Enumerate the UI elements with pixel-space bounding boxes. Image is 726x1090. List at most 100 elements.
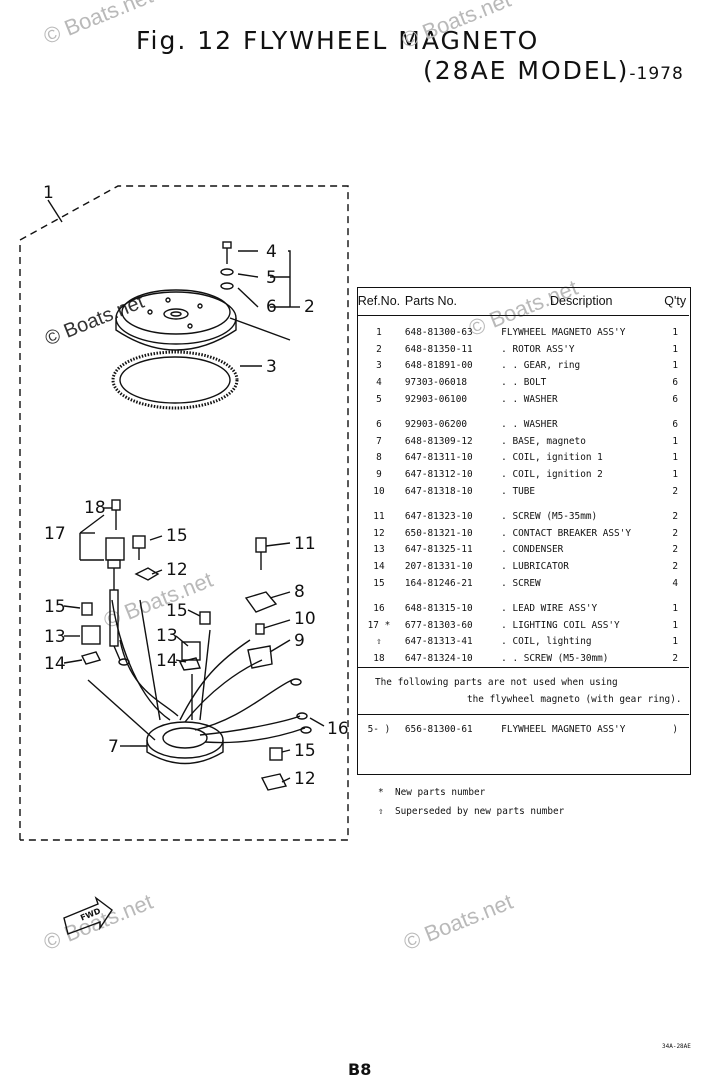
note-row: The following parts are not used when us… bbox=[357, 667, 689, 716]
row-part: 648-81315-10 bbox=[404, 602, 473, 614]
callout-15: 15 bbox=[44, 597, 66, 617]
row-part: 164-81246-21 bbox=[404, 578, 473, 590]
row-desc: . . WASHER bbox=[501, 394, 558, 406]
callout-8: 8 bbox=[294, 582, 305, 602]
row-part: 648-81350-11 bbox=[404, 343, 473, 355]
callout-14: 14 bbox=[44, 654, 66, 674]
row-qty: 2 bbox=[672, 510, 678, 522]
row-ref: 14 bbox=[373, 561, 385, 573]
callout-2: 2 bbox=[304, 297, 315, 317]
row-qty: 2 bbox=[672, 544, 678, 556]
row-part: 92903-06200 bbox=[404, 418, 467, 430]
row-part: 648-81300-63 bbox=[404, 326, 473, 338]
row-qty: 1 bbox=[672, 326, 678, 338]
table-row-extra: 5- ) 656-81300-61 FLYWHEEL MAGNETO ASS'Y… bbox=[357, 715, 689, 745]
row-qty: 6 bbox=[672, 394, 678, 406]
callout-17: 17 bbox=[44, 524, 66, 544]
row-ref: ⇧ bbox=[376, 636, 382, 648]
row-ref: 4 bbox=[376, 377, 382, 389]
row-ref: 11 bbox=[373, 510, 385, 522]
bolt-washer-stack bbox=[220, 241, 300, 367]
ring-gear bbox=[111, 350, 239, 410]
lighting-coil-assembly bbox=[79, 499, 130, 666]
row-ref: 1 bbox=[376, 326, 382, 338]
contact-breaker-parts bbox=[80, 535, 288, 791]
callout-1: 1 bbox=[43, 183, 54, 203]
leader-lines bbox=[63, 535, 325, 783]
row-part: 647-81311-10 bbox=[404, 452, 473, 464]
callout-15: 15 bbox=[166, 526, 188, 546]
row-qty: 4 bbox=[672, 578, 678, 590]
row-desc: . SCREW bbox=[501, 578, 541, 590]
row-qty: 1 bbox=[672, 343, 678, 355]
row-ref: 12 bbox=[373, 527, 385, 539]
row-part: 647-81313-41 bbox=[404, 636, 473, 648]
row-desc: . BASE, magneto bbox=[501, 435, 586, 447]
header-desc: Description bbox=[501, 287, 662, 316]
row-desc: . COIL, ignition 1 bbox=[501, 452, 603, 464]
legend-symbol: * bbox=[378, 787, 384, 798]
row-desc: . COIL, ignition 2 bbox=[501, 469, 603, 481]
fwd-arrow-icon bbox=[63, 896, 113, 935]
row-desc: FLYWHEEL MAGNETO ASS'Y bbox=[501, 326, 626, 338]
row-qty: 1 bbox=[672, 619, 678, 631]
row-part: 647-81324-10 bbox=[404, 653, 473, 665]
row-part: 92903-06100 bbox=[404, 394, 467, 406]
callout-14: 14 bbox=[156, 651, 178, 671]
header-part: Parts No. bbox=[400, 287, 502, 316]
callout-15: 15 bbox=[294, 741, 316, 761]
row-ref: 2 bbox=[376, 343, 382, 355]
row-desc: FLYWHEEL MAGNETO ASS'Y bbox=[501, 724, 626, 736]
row-desc: . . SCREW (M5-30mm) bbox=[501, 653, 609, 665]
legend-text: Superseded by new parts number bbox=[394, 806, 565, 817]
row-desc: . . WASHER bbox=[501, 418, 558, 430]
row-part: 647-81318-10 bbox=[404, 486, 473, 498]
row-desc: . LIGHTING COIL ASS'Y bbox=[501, 619, 620, 631]
row-part: 677-81303-60 bbox=[404, 619, 473, 631]
row-ref: 10 bbox=[373, 486, 385, 498]
row-qty: 1 bbox=[672, 435, 678, 447]
callout-13: 13 bbox=[156, 626, 178, 646]
table-header-row: Ref.No. Parts No. Description Q'ty bbox=[357, 287, 689, 316]
row-part: 647-81312-10 bbox=[404, 469, 473, 481]
watermark: © Boats.net bbox=[400, 888, 517, 956]
row-ref: 16 bbox=[373, 602, 385, 614]
row-desc: . . GEAR, ring bbox=[501, 360, 581, 372]
row-part: 647-81323-10 bbox=[404, 510, 473, 522]
callout-12: 12 bbox=[294, 769, 316, 789]
row-qty: 1 bbox=[672, 452, 678, 464]
callout-13: 13 bbox=[44, 627, 66, 647]
callout-15: 15 bbox=[166, 601, 188, 621]
row-part: 650-81321-10 bbox=[404, 527, 473, 539]
row-qty: 6 bbox=[672, 418, 678, 430]
row-ref: 5- ) bbox=[367, 724, 391, 736]
callout-4: 4 bbox=[266, 242, 277, 262]
row-ref: 18 bbox=[373, 653, 385, 665]
callout-10: 10 bbox=[294, 609, 316, 629]
row-qty: 6 bbox=[672, 377, 678, 389]
row-desc: . LEAD WIRE ASS'Y bbox=[501, 602, 598, 614]
callout-11: 11 bbox=[294, 534, 316, 554]
row-desc: . . BOLT bbox=[501, 377, 547, 389]
callout-16: 16 bbox=[327, 719, 349, 739]
callout-12: 12 bbox=[166, 560, 188, 580]
year-label: -1978 bbox=[629, 64, 684, 84]
table-row: 1 648-81300-63 FLYWHEEL MAGNETO ASS'Y 1 bbox=[357, 324, 689, 341]
row-part: 648-81891-00 bbox=[404, 360, 473, 372]
callout-7: 7 bbox=[108, 737, 119, 757]
row-ref: 6 bbox=[376, 418, 382, 430]
row-ref: 13 bbox=[373, 544, 385, 556]
callout-18: 18 bbox=[84, 498, 106, 518]
row-ref: 7 bbox=[376, 435, 382, 447]
row-part: 656-81300-61 bbox=[404, 724, 473, 736]
row-part: 207-81331-10 bbox=[404, 561, 473, 573]
callout-5: 5 bbox=[266, 268, 277, 288]
